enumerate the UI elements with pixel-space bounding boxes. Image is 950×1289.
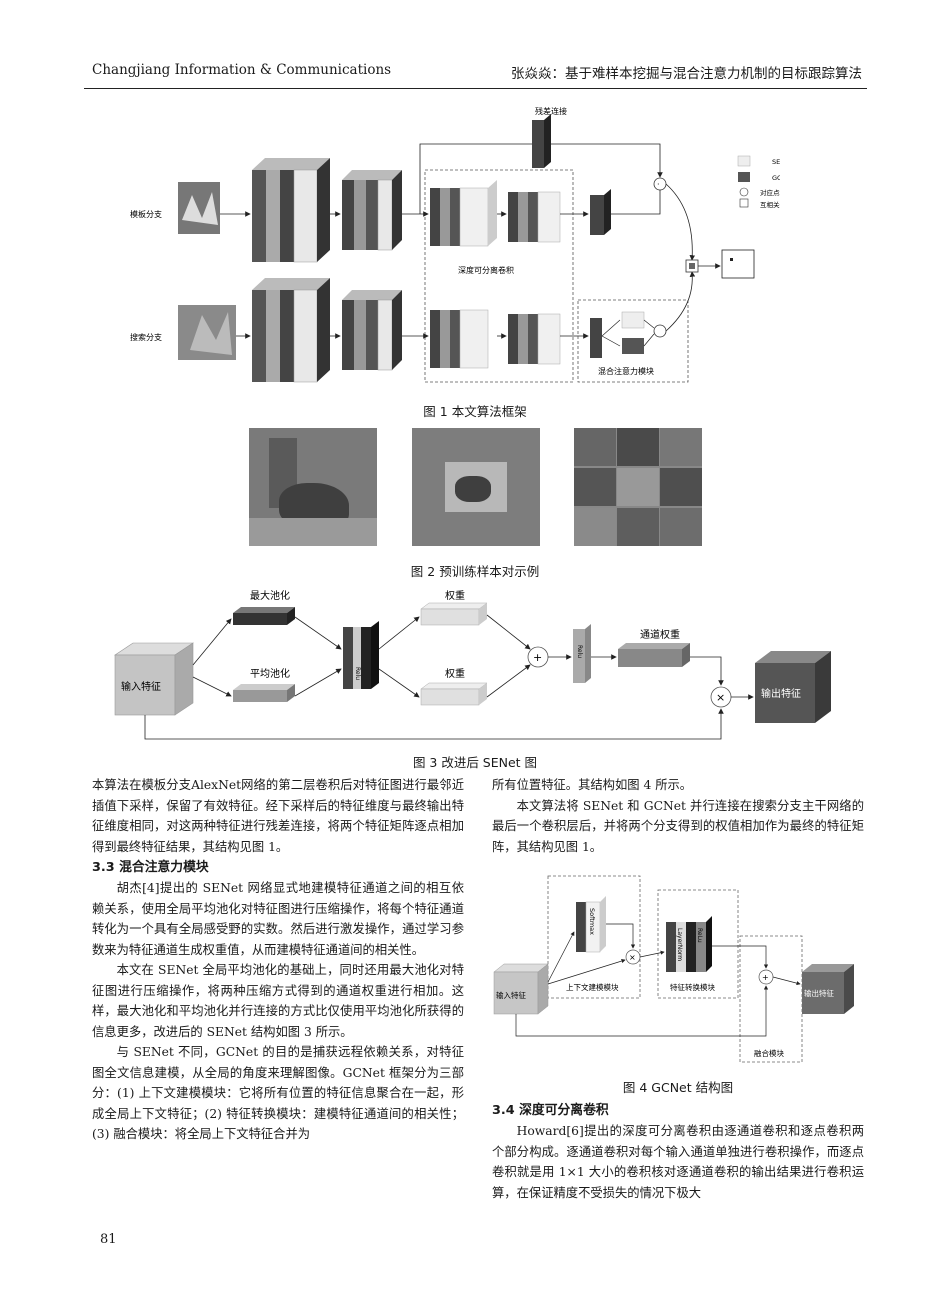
channel-weight-label: 通道权重 <box>640 628 680 641</box>
conv-top <box>590 189 611 235</box>
mixed-attention-region <box>577 299 689 383</box>
page-number: 81 <box>100 1232 117 1247</box>
left-para-1: 本算法在模板分支AlexNet网络的第二层卷积后对特征图进行最邻近插值下采样，保… <box>92 778 464 854</box>
right-para-3: Howard[6]提出的深度可分离卷积由逐通道卷积和逐点卷积两个部分构成。逐通道… <box>492 1124 864 1200</box>
response-map <box>721 249 755 279</box>
alexnet-block1-top <box>252 158 330 263</box>
legend-op2: 互相关运算 <box>760 200 780 209</box>
right-column-bottom: 3.4 深度可分离卷积 Howard[6]提出的深度可分离卷积由逐通道卷积和逐点… <box>492 1100 864 1203</box>
senet-input-cube: 输入特征 <box>114 642 194 716</box>
senet-relu-block: Relu <box>343 621 379 689</box>
sample-image-cropped <box>412 428 540 546</box>
left-para-3: 本文在 SENet 全局平均池化的基础上，同时还用最大池化对特征图进行压缩操作，… <box>92 963 464 1039</box>
svg-text:ReLu: ReLu <box>696 928 703 943</box>
left-para-2: 胡杰[4]提出的 SENet 网络显式地建模特征通道之间的相互依赖关系，使用全局… <box>92 881 464 957</box>
senet-output-cube: 输出特征 <box>755 651 831 723</box>
dw-block-bottom-2 <box>508 313 561 365</box>
depthwise-label: 深度可分离卷积 <box>458 265 514 275</box>
avgpool-label: 平均池化 <box>250 667 290 680</box>
residual-label: 残差连接 <box>535 106 567 116</box>
alexnet-block2-top <box>342 170 402 251</box>
left-column: 本算法在模板分支AlexNet网络的第二层卷积后对特征图进行最邻近插值下采样，保… <box>92 775 464 1145</box>
svg-text:LayerNorm: LayerNorm <box>676 928 683 961</box>
softmax-block: Softmax <box>576 896 606 953</box>
svg-text:Relu: Relu <box>354 667 361 680</box>
legend-gcnet-swatch <box>738 172 750 182</box>
svg-text:×: × <box>716 691 725 704</box>
senet-cube <box>621 311 645 329</box>
maxpool-block <box>233 613 287 625</box>
senet-input-label: 输入特征 <box>121 680 161 693</box>
dw-block-top-2 <box>508 191 561 243</box>
residual-block <box>532 120 544 168</box>
context-label: 上下文建模模块 <box>566 982 619 992</box>
transform-block: LayerNorm ReLu <box>666 916 712 972</box>
sample-image-grid <box>574 428 702 546</box>
svg-text:+: + <box>762 973 769 982</box>
gcnet-cube <box>622 338 644 354</box>
section-3-4-heading: 3.4 深度可分离卷积 <box>492 1103 609 1118</box>
figure4-caption: 图 4 GCNet 结构图 <box>622 1080 734 1095</box>
alexnet-block2-bottom <box>342 290 402 371</box>
channel-weight-block <box>618 649 682 667</box>
right-para-1: 所有位置特征。其结构如图 4 所示。 <box>492 778 693 792</box>
figure4: 上下文建模模块 特征转换模块 融合模块 输入特征 Softmax × Layer… <box>490 872 862 1072</box>
svg-text:Softmax: Softmax <box>588 908 596 935</box>
weight1-block <box>420 608 480 626</box>
dw-block-bottom-1 <box>430 309 489 369</box>
gcnet-input-cube: 输入特征 <box>493 963 549 1015</box>
gcnet-input-label: 输入特征 <box>496 990 526 1000</box>
svg-text:Relu: Relu <box>576 645 583 658</box>
figure1: 模板分支 搜索分支 深度可分离卷积 <box>120 100 793 395</box>
article-title-header: 张焱焱：基于难样本挖掘与混合注意力机制的目标跟踪算法 <box>511 66 862 82</box>
avgpool-block <box>233 690 287 702</box>
maxpool-label: 最大池化 <box>250 589 290 602</box>
journal-name: Changjiang Information & Communications <box>92 62 392 78</box>
weight2-block <box>420 688 480 706</box>
gcnet-output-label: 输出特征 <box>804 988 834 998</box>
figure3: 输入特征 最大池化 平均池化 Relu 权重 权重 + <box>105 585 840 745</box>
weight2-label: 权重 <box>445 667 465 680</box>
legend-gcnet: GCNet <box>772 174 780 182</box>
legend-senet-swatch <box>737 155 751 167</box>
senet-relu2-block <box>573 629 585 683</box>
header-rule <box>84 88 867 89</box>
gcnet-output-cube: 输出特征 <box>802 964 854 1014</box>
svg-text:+: + <box>533 651 542 664</box>
svg-text:×: × <box>629 953 636 962</box>
section-3-3-heading: 3.3 混合注意力模块 <box>92 860 209 875</box>
fusion-label: 融合模块 <box>754 1048 784 1058</box>
figure1-caption: 图 1 本文算法框架 <box>423 404 527 419</box>
dw-block-top-1 <box>430 180 497 247</box>
legend-op1: 对应点和 <box>760 188 780 197</box>
figure2-caption: 图 2 预训练样本对示例 <box>410 564 540 579</box>
template-branch-label: 模板分支 <box>130 209 162 219</box>
search-branch-label: 搜索分支 <box>130 332 162 342</box>
figure3-caption: 图 3 改进后 SENet 图 <box>412 755 538 770</box>
svg-text:·: · <box>657 180 660 189</box>
legend-senet: SENet <box>772 158 780 166</box>
sample-image-original <box>249 428 377 546</box>
transform-label: 特征转换模块 <box>670 982 715 992</box>
senet-output-label: 输出特征 <box>761 687 801 700</box>
weight1-label: 权重 <box>445 589 465 602</box>
alexnet-block1-bottom <box>252 278 330 383</box>
right-column-top: 所有位置特征。其结构如图 4 所示。 本文算法将 SENet 和 GCNet 并… <box>492 775 864 857</box>
right-para-2: 本文算法将 SENet 和 GCNet 并行连接在搜索分支主干网络的最后一个卷积… <box>492 798 864 854</box>
mixed-attention-label: 混合注意力模块 <box>598 366 654 376</box>
left-para-4: 与 SENet 不同，GCNet 的目的是捕获远程依赖关系，对特征图全文信息建模… <box>92 1045 464 1141</box>
